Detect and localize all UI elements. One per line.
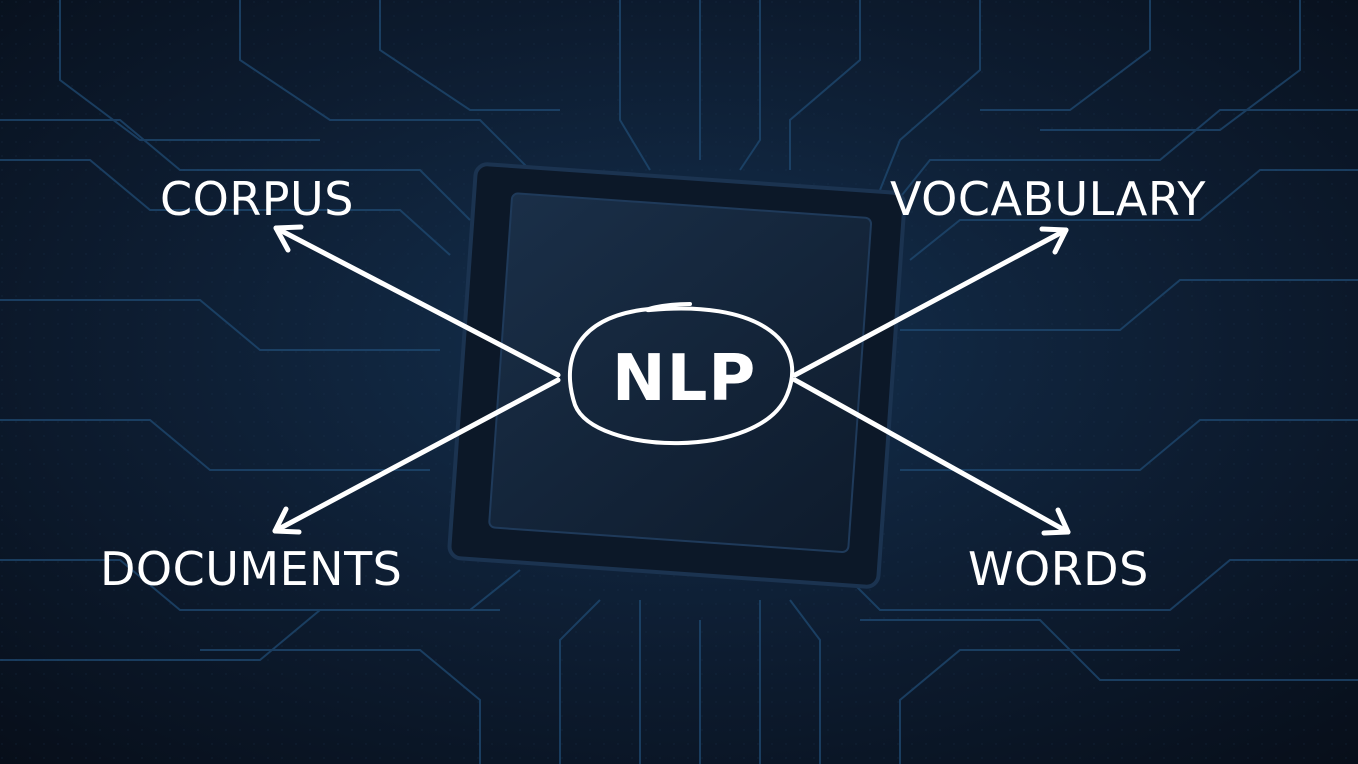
circuit-trace <box>980 0 1151 111</box>
circuit-trace <box>0 419 430 471</box>
circuit-trace <box>0 609 500 661</box>
circuit-trace <box>789 599 821 764</box>
circuit-trace <box>200 649 481 764</box>
circuit-trace <box>239 0 541 181</box>
circuit-trace <box>909 169 1358 261</box>
circuit-trace <box>739 0 761 171</box>
edge-nlp-to-documents <box>272 377 561 535</box>
circuit-trace <box>900 279 1358 331</box>
circuit-trace <box>879 0 981 191</box>
circuit-trace <box>839 559 1358 611</box>
circuit-trace <box>1040 0 1301 131</box>
center-node-nlp: NLP <box>612 342 757 416</box>
circuit-trace <box>0 119 471 221</box>
edge-nlp-to-corpus <box>273 224 561 378</box>
circuit-trace <box>889 109 1358 211</box>
processor-chip <box>447 162 907 589</box>
circuit-trace <box>0 559 521 611</box>
circuit-trace <box>899 649 1180 764</box>
circuit-trace <box>0 299 440 351</box>
circuit-trace <box>59 0 320 141</box>
edge-nlp-to-vocabulary <box>792 226 1069 378</box>
circuit-trace <box>0 159 451 256</box>
node-corpus: CORPUS <box>160 172 354 226</box>
circuit-trace <box>379 0 560 111</box>
circuit-trace <box>900 419 1358 471</box>
circuit-trace <box>559 599 601 764</box>
edge-nlp-to-words <box>792 377 1071 536</box>
nlp-ellipse <box>567 302 795 446</box>
node-documents: DOCUMENTS <box>100 542 403 596</box>
node-vocabulary: VOCABULARY <box>890 172 1206 226</box>
circuit-trace <box>789 0 861 170</box>
circuit-trace <box>619 0 651 171</box>
node-words: WORDS <box>968 542 1149 596</box>
